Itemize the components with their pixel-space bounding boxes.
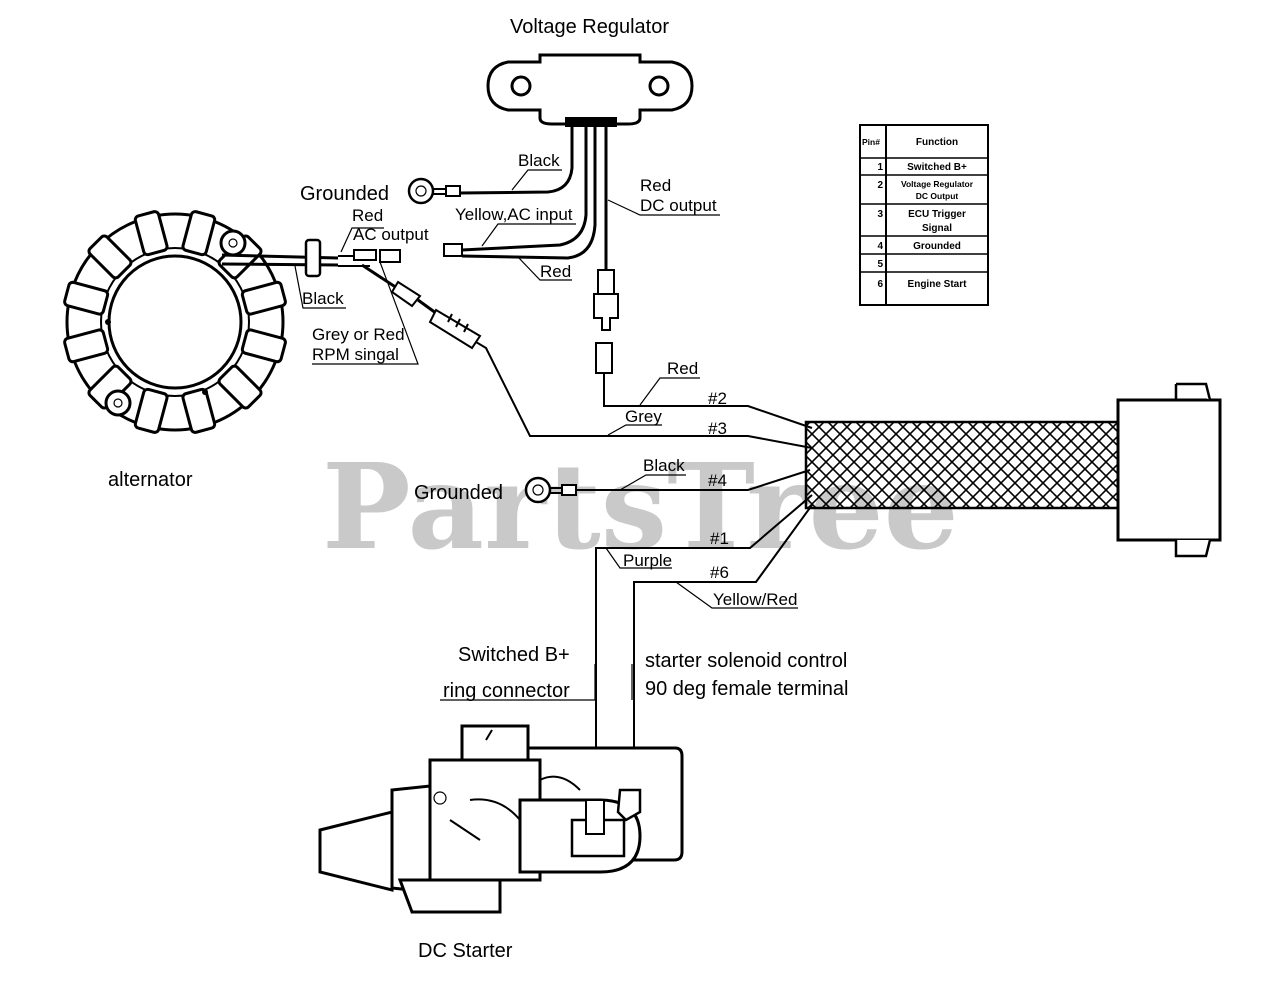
stator-pole: [133, 387, 169, 434]
label-solenoid-1: starter solenoid control: [645, 650, 847, 672]
label-pin6: #6: [710, 563, 729, 582]
stator-pole: [133, 210, 169, 257]
table-pin: 2: [877, 180, 883, 191]
ground-ring-mid: [524, 469, 811, 504]
table-pin: 4: [877, 241, 883, 252]
stator-pole: [240, 328, 287, 364]
table-func-2: DC Output: [916, 191, 959, 201]
table-func: Engine Start: [908, 279, 968, 290]
stator-pole: [181, 387, 217, 434]
label-solenoid-2: 90 deg female terminal: [645, 678, 848, 700]
pin-function-table: Pin# Function 1 Switched B+ 2 Voltage Re…: [859, 124, 989, 306]
label-red-reg: Red: [540, 262, 571, 281]
table-func: Switched B+: [907, 162, 967, 173]
voltage-regulator-label: Voltage Regulator: [510, 16, 669, 38]
stator-pole: [181, 210, 217, 257]
table-pin: 3: [877, 209, 883, 220]
label-yellow-red-pin6: Yellow/Red: [713, 590, 797, 609]
stator-pole: [63, 328, 110, 364]
label-red-dc-1: Red: [640, 176, 671, 195]
alternator-leads: [221, 238, 813, 449]
yellow-connector: [443, 243, 463, 257]
alternator-label: alternator: [108, 469, 193, 491]
voltage-regulator: [486, 53, 694, 127]
ground-ring-top: [407, 177, 461, 205]
table-func-2: Signal: [922, 223, 952, 234]
label-grey-rpm-1: Grey or Red: [312, 325, 405, 344]
purple-wire: [595, 494, 813, 782]
label-pin2: #2: [708, 389, 727, 408]
label-switched-1: Switched B+: [458, 644, 570, 666]
label-pin1: #1: [710, 529, 729, 548]
label-black-reg: Black: [518, 151, 560, 170]
table-pin: 1: [877, 162, 883, 173]
label-pin3: #3: [708, 419, 727, 438]
label-red-ac-2: AC output: [353, 225, 429, 244]
label-black-alt: Black: [302, 289, 344, 308]
table-pin: 5: [877, 259, 883, 270]
alternator: [63, 210, 287, 434]
table-header-pin: Pin#: [862, 137, 880, 147]
label-red-pin2: Red: [667, 359, 698, 378]
table-header-function: Function: [916, 137, 958, 148]
table-func: Grounded: [913, 241, 961, 252]
label-switched-2: ring connector: [443, 680, 570, 702]
label-grey-rpm-2: RPM singal: [312, 345, 399, 364]
label-yellow-ac: Yellow,AC input: [455, 205, 573, 224]
label-red-dc-2: DC output: [640, 196, 717, 215]
label-red-ac-1: Red: [352, 206, 383, 225]
label-black-pin4: Black: [643, 456, 685, 475]
dc-starter-label: DC Starter: [418, 940, 513, 962]
table-func: Voltage Regulator: [901, 179, 974, 189]
label-grey-pin3: Grey: [625, 407, 662, 426]
dc-starter: [318, 724, 684, 914]
yellow-red-wire: [633, 504, 813, 772]
table-func: ECU Trigger: [908, 209, 966, 220]
regulator-wires: [459, 127, 813, 429]
label-pin4: #4: [708, 471, 727, 490]
ground-mid-label: Grounded: [414, 482, 503, 504]
ground-top-label: Grounded: [300, 183, 389, 205]
stator-pole: [63, 280, 110, 316]
stator-pole: [217, 364, 263, 410]
harness: [804, 382, 1222, 558]
table-pin: 6: [877, 279, 883, 290]
stator-pole: [87, 234, 133, 280]
stator-pole: [240, 280, 287, 316]
label-purple-pin1: Purple: [623, 551, 672, 570]
